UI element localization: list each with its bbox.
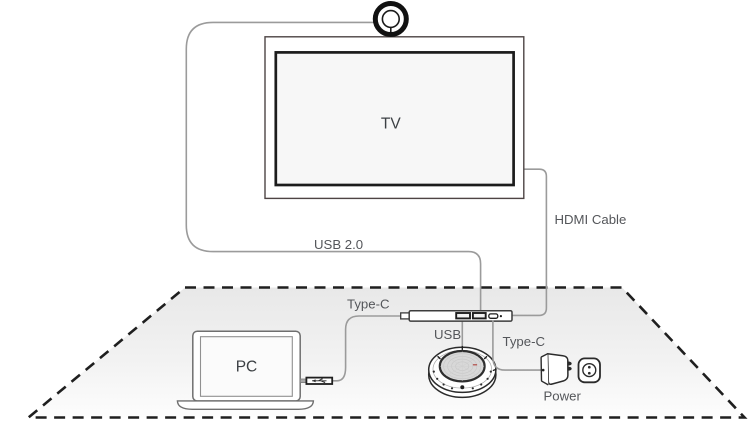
laptop-base (176, 400, 315, 410)
speakerphone-rim-marks (437, 345, 497, 372)
speakerphone-mic-dots (432, 370, 492, 390)
usb-2-0-cable (185, 21, 482, 312)
pc-laptop: PC (176, 330, 334, 410)
hdmi-cable-label: HDMI Cable (555, 212, 627, 227)
usb-2-0-label: USB 2.0 (314, 237, 363, 252)
adapter-port-dot (541, 368, 545, 372)
adapter-body (546, 353, 569, 385)
tv-label: TV (381, 116, 401, 133)
hdmi-cable (511, 168, 548, 317)
laptop-screen (199, 336, 293, 397)
usb-plug-icon (299, 376, 334, 385)
hub-led-dot (499, 315, 502, 318)
power-label: Power (544, 389, 582, 404)
socket-outlet (582, 362, 597, 378)
wall-socket-icon (577, 357, 601, 384)
power-adapter (540, 353, 572, 386)
adapter-prongs (568, 361, 572, 371)
adapter-side (540, 353, 549, 386)
usb-speakerphone-label: USB (434, 327, 461, 342)
usb-hub (400, 309, 513, 322)
speakerphone-mesh-texture (440, 351, 485, 381)
speakerphone-logo (472, 364, 478, 366)
hub-usb-port-1 (455, 312, 471, 320)
type-c-cable-to-power (492, 320, 543, 371)
hub-plug-left (400, 312, 411, 320)
type-c-pc-label: Type-C (347, 297, 390, 312)
type-c-cable-to-pc (331, 315, 402, 382)
socket-pin-hole-bottom (587, 371, 591, 375)
hub-usb-port-2 (471, 312, 487, 320)
socket-pin-hole-top (587, 365, 591, 369)
camera-icon (372, 1, 409, 37)
pc-label: PC (236, 359, 258, 376)
speakerphone-button (460, 385, 465, 390)
hub-type-c-port (488, 313, 499, 319)
camera-lens (381, 9, 400, 29)
tv-screen (274, 51, 515, 187)
tv: TV (264, 36, 525, 200)
speakerphone (427, 345, 497, 399)
type-c-power-label: Type-C (503, 334, 546, 349)
